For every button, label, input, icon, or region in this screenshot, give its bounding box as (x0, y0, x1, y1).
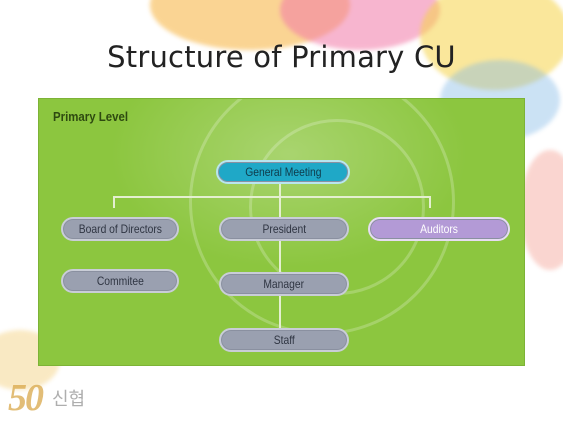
node-manager: Manager (219, 272, 349, 296)
connector-gm-down (279, 183, 281, 197)
connector-left-drop (113, 196, 115, 208)
node-auditors: Auditors (368, 217, 510, 241)
connector-center-trunk (279, 196, 281, 336)
org-chart-panel: Primary Level General Meeting Board of D… (39, 99, 524, 365)
node-general-meeting: General Meeting (216, 160, 350, 184)
node-staff: Staff (219, 328, 349, 352)
logo-korean-text: 신협 (52, 389, 86, 410)
level-label: Primary Level (53, 109, 129, 124)
logo: 50 신협 (8, 377, 86, 419)
decor-blob-red (520, 150, 563, 270)
node-board-of-directors: Board of Directors (61, 217, 179, 241)
slide-title: Structure of Primary CU (107, 40, 456, 74)
connector-right-drop (429, 196, 431, 208)
node-president: President (219, 217, 349, 241)
panel-ring-decor-small (249, 119, 425, 295)
connector-horizontal (113, 196, 431, 198)
logo-number: 50 (8, 377, 44, 419)
decor-blob-yellow (420, 0, 563, 90)
node-commitee: Commitee (61, 269, 179, 293)
